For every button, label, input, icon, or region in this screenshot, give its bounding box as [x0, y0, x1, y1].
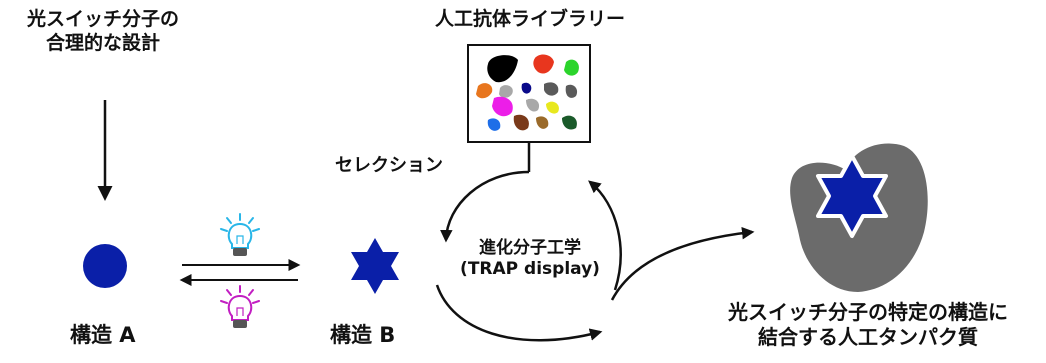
structure-a-circle [83, 244, 127, 288]
design-line-1: 光スイッチ分子の [26, 8, 179, 30]
library-label: 人工抗体ライブラリー [434, 8, 625, 30]
result-line-2: 結合する人工タンパク質 [758, 325, 978, 349]
result-label: 光スイッチ分子の特定の構造に 結合する人工タンパク質 [690, 300, 1046, 350]
lightbulb-icon [220, 285, 260, 328]
structure-b-label: 構造 B [330, 323, 396, 347]
evolution-line-2: (TRAP display) [460, 259, 600, 280]
cycle-arrow-left [440, 170, 530, 243]
design-line-2: 合理的な設計 [45, 31, 160, 54]
selection-label: セレクション [335, 155, 443, 176]
result-line-1: 光スイッチ分子の特定の構造に [728, 300, 1008, 324]
bound-star [816, 154, 888, 238]
result-arrow [610, 226, 755, 301]
lightbulb-icon [220, 213, 260, 256]
rational-design-label: 光スイッチ分子の 合理的な設計 [8, 8, 198, 56]
cycle-arrow-bottom [435, 284, 603, 342]
structure-b-star [351, 238, 399, 294]
library-shapes [476, 54, 579, 131]
evolution-line-1: 進化分子工学 [479, 238, 581, 258]
cycle-arrow-right [588, 180, 622, 291]
structure-a-label: 構造 A [70, 323, 136, 347]
evolution-label: 進化分子工学 (TRAP display) [440, 238, 620, 281]
